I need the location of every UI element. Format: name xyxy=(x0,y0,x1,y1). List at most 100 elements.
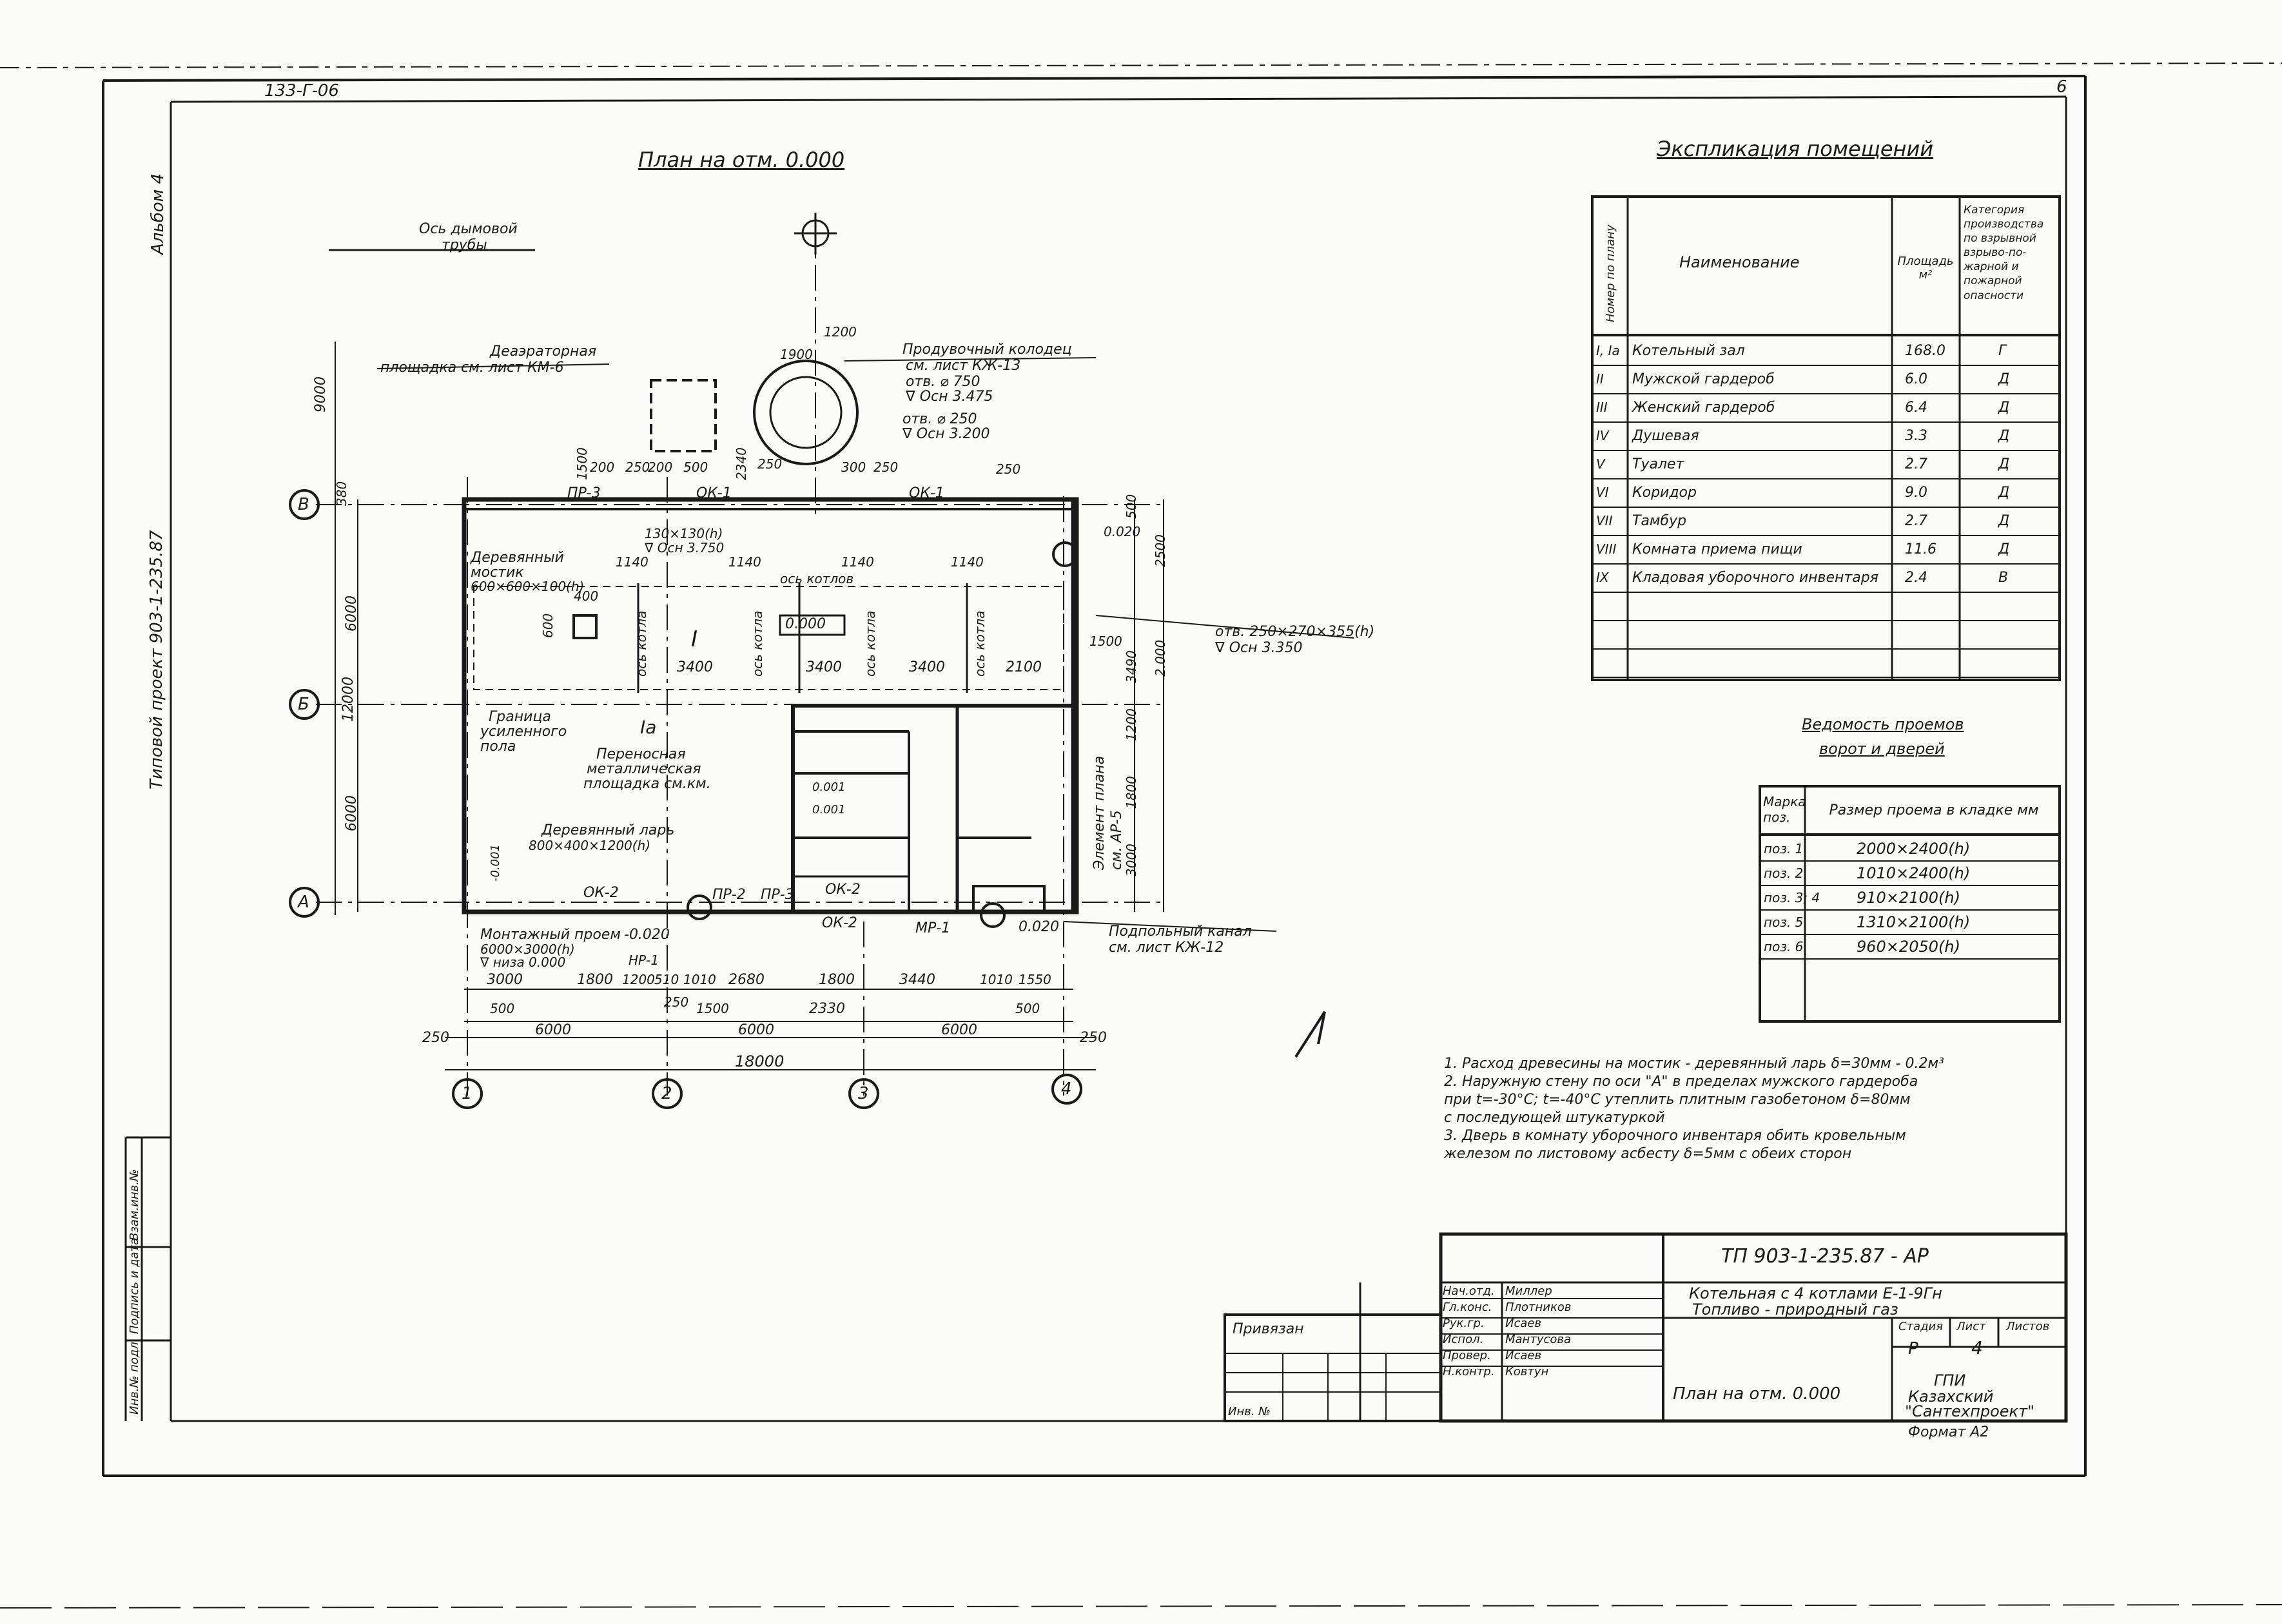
level-m0001: -0.001 xyxy=(489,844,502,882)
label-axis-boiler-3: ось котла xyxy=(863,610,878,677)
explication-cell-name: Мужской гардероб xyxy=(1632,371,1775,387)
axis-label-2: 2 xyxy=(661,1084,672,1103)
margin-project: Типовой проект 903-1-235.87 xyxy=(147,530,166,789)
explication-cell-cat: В xyxy=(1998,570,2009,586)
explication-cell-cat: Д xyxy=(1998,428,2010,444)
label-mount-1: Монтажный проем xyxy=(480,927,621,943)
label-mr1: МР-1 xyxy=(915,920,951,936)
title-object-1: Котельная с 4 котлами Е-1-9Гн xyxy=(1689,1284,1942,1302)
label-axis-boiler-2: ось котла xyxy=(750,610,765,677)
explication-cell-area: 2.4 xyxy=(1905,570,1927,586)
dim-top-5: 300 xyxy=(841,459,866,475)
dim-top-1200: 1200 xyxy=(824,324,857,340)
plan-title: План на отм. 0.000 xyxy=(638,148,845,172)
title-stage: Р xyxy=(1908,1339,1918,1358)
openings-cell-mark: поз. 1 xyxy=(1764,841,1804,856)
explication-cell-cat: Д xyxy=(1998,371,2010,387)
explication-row-line xyxy=(1592,365,2060,366)
explication-cell-area: 3.3 xyxy=(1905,428,1927,444)
label-boundary-3: пола xyxy=(480,739,516,755)
axis-label-A: А xyxy=(298,893,309,912)
dim-misc-7: 1500 xyxy=(574,447,590,480)
dim-misc-0: 380 xyxy=(334,481,349,506)
explication-cell-area: 11.6 xyxy=(1905,541,1936,557)
explication-row-line xyxy=(1592,421,2060,423)
explication-row-line xyxy=(1592,450,2060,451)
explication-row-line xyxy=(1592,592,2060,593)
dim-top-4: 250 xyxy=(757,456,783,472)
label-bridge-3: 600×600×100(h) xyxy=(471,579,585,594)
explication-cell-num: I, Iа xyxy=(1596,343,1620,358)
level-0000: 0.000 xyxy=(785,616,826,632)
role-title: Провер. xyxy=(1443,1349,1491,1362)
label-pr3-b: ПР-3 xyxy=(761,887,794,903)
label-woodbox-2: 800×400×1200(h) xyxy=(529,838,651,853)
dim-top-2: 200 xyxy=(648,459,673,475)
role-name: Миллер xyxy=(1505,1284,1552,1298)
openings-header-mark: Марка поз. xyxy=(1763,794,1806,825)
room-I: I xyxy=(691,626,698,652)
openings-cell-size: 1010×2400(h) xyxy=(1857,864,1971,882)
title-object-2: Топливо - природный газ xyxy=(1692,1300,1898,1319)
dim-r1-7: 3440 xyxy=(899,972,935,988)
role-title: Гл.конс. xyxy=(1443,1300,1492,1314)
label-woodbox-1: Деревянный ларь xyxy=(541,822,675,838)
label-bridge-1: Деревянный xyxy=(471,550,564,566)
label-element-2: см. АР-5 xyxy=(1109,810,1125,870)
title-sheet: 4 xyxy=(1971,1337,1983,1358)
expl-header-area: Площадь м² xyxy=(1897,255,1954,282)
label-hole250-1: отв. ⌀ 250 xyxy=(902,411,977,427)
label-ok2-b: ОК-2 xyxy=(825,882,861,898)
dim-r1-0: 3000 xyxy=(487,972,523,988)
explication-cell-name: Котельный зал xyxy=(1632,343,1745,359)
dim-top-1900: 1900 xyxy=(780,347,813,362)
sheet-mark: 6 xyxy=(2056,77,2067,97)
role-name: Плотников xyxy=(1505,1300,1572,1314)
dim-r2-0: 500 xyxy=(490,1001,515,1016)
explication-cell-name: Кладовая уборочного инвентаря xyxy=(1632,570,1878,586)
openings-cell-mark: поз. 2 xyxy=(1764,865,1804,881)
dim-r1-9: 1550 xyxy=(1019,972,1051,987)
openings-cell-size: 960×2050(h) xyxy=(1857,938,1960,956)
label-hole-right-1: отв. 250×270×355(h) xyxy=(1215,624,1375,640)
dim-r1-5: 2680 xyxy=(728,972,765,988)
title-privyazan: Привязан xyxy=(1233,1321,1304,1337)
label-pr3: ПР-3 xyxy=(567,485,601,501)
stamp-inv: Инв.№ подл. xyxy=(128,1338,141,1415)
dim-r2-1: 250 xyxy=(664,994,689,1010)
explication-cell-name: Тамбур xyxy=(1632,513,1687,529)
explication-cell-area: 2.7 xyxy=(1905,456,1927,472)
dim-left-top: 9000 xyxy=(313,376,329,412)
explication-cell-area: 6.4 xyxy=(1905,400,1927,416)
dim-right-5: 3000 xyxy=(1124,844,1139,876)
note-line: 2. Наружную стену по оси "А" в пределах … xyxy=(1444,1074,1918,1090)
dim-r1-6: 1800 xyxy=(819,972,855,988)
title-format: Формат А2 xyxy=(1908,1424,1989,1440)
label-platform-2: металлическая xyxy=(587,761,701,777)
role-name: Исаев xyxy=(1505,1317,1542,1330)
explication-row-line xyxy=(1592,507,2060,508)
expl-header-num: Номер по плану xyxy=(1604,224,1617,322)
label-channel-2: см. лист КЖ-12 xyxy=(1109,940,1224,956)
note-line: железом по листовому асбесту δ=5мм с обе… xyxy=(1444,1146,1852,1162)
dim-r1-2: 1200 xyxy=(622,972,655,987)
dim-right-level-1: 2.000 xyxy=(1153,639,1168,677)
label-bridge-2: мостик xyxy=(471,565,524,581)
explication-empty-row xyxy=(1592,620,2060,621)
dim-right-2: 3490 xyxy=(1124,650,1139,683)
openings-row-line xyxy=(1760,934,2060,935)
explication-cell-area: 9.0 xyxy=(1905,485,1927,501)
role-title: Н.контр. xyxy=(1443,1365,1495,1378)
note-line: с последующей штукатуркой xyxy=(1444,1110,1665,1126)
label-hole3750-2: ∇ Осн 3.750 xyxy=(645,540,725,556)
explication-cell-cat: Д xyxy=(1998,541,2010,557)
explication-cell-name: Женский гардероб xyxy=(1632,400,1775,416)
dim-top-7: 250 xyxy=(996,461,1021,477)
openings-cell-size: 2000×2400(h) xyxy=(1857,840,1971,858)
dim-right-1: 2500 xyxy=(1153,534,1168,567)
explication-cell-num: II xyxy=(1596,371,1604,387)
dim-right-3: 1200 xyxy=(1124,708,1139,741)
dim-r1-8: 1010 xyxy=(980,972,1013,987)
label-ok2-c: ОК-2 xyxy=(822,915,857,931)
